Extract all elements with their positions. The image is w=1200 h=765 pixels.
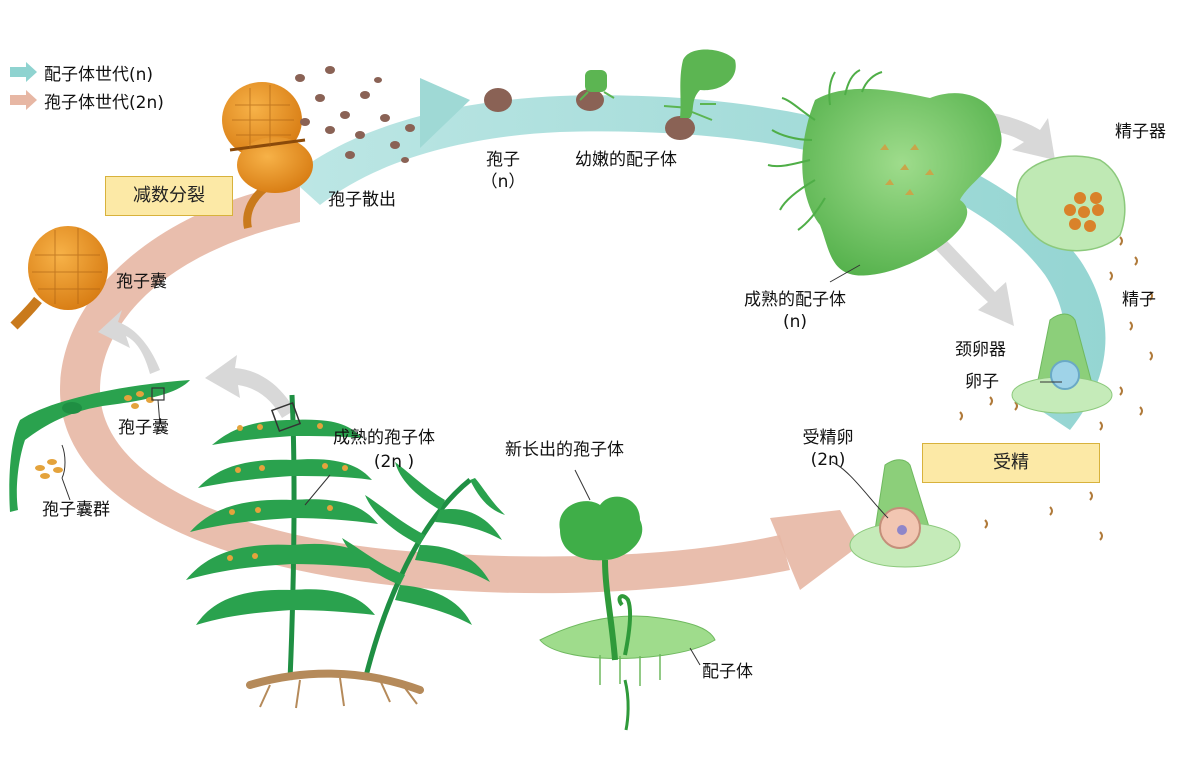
mature-gametophyte-illustration [767, 69, 1002, 276]
sperm-swarm [959, 236, 1153, 541]
label-zygote-2n: (2n) [810, 450, 846, 470]
mature-sporophyte-illustration [186, 394, 505, 709]
teal-arrow-icon [10, 62, 37, 82]
label-sori: 孢子囊群 [42, 500, 110, 520]
label-mature-sporophyte-2n: (2n ) [373, 452, 415, 472]
pink-arrow-icon [10, 90, 37, 110]
legend-item-gametophyte: 配子体世代(n) [8, 58, 164, 86]
leader-lines [304, 264, 1062, 666]
label-antheridium: 精子器 [1115, 122, 1166, 142]
label-sperm: 精子 [1122, 290, 1156, 310]
sporophyte-arrowhead [770, 510, 860, 590]
label-sporangium: 孢子囊 [116, 272, 167, 292]
zygote-illustration [849, 459, 961, 568]
meiosis-box: 减数分裂 [105, 176, 233, 216]
archegonium-illustration [1011, 313, 1113, 414]
gametophyte-arrowhead [420, 78, 470, 148]
sporangium-releasing-illustration [222, 82, 313, 229]
label-young-gametophyte: 幼嫩的配子体 [575, 150, 677, 170]
young-gametophyte-illustration [576, 49, 736, 140]
label-sporangium-small: 孢子囊 [118, 418, 169, 438]
legend-item-sporophyte: 孢子体世代(2n) [8, 86, 164, 114]
fertilization-box: 受精 [922, 443, 1100, 483]
label-spore-release: 孢子散出 [328, 190, 396, 210]
sporophyte-band [60, 182, 790, 594]
label-new-sporophyte: 新长出的孢子体 [505, 440, 624, 460]
legend-label-gametophyte: 配子体世代(n) [44, 64, 154, 85]
legend: 配子体世代(n) 孢子体世代(2n) [8, 58, 164, 114]
new-sporophyte-illustration [539, 496, 716, 731]
label-mature-gametophyte-n: (n) [782, 312, 808, 332]
label-archegonium: 颈卵器 [955, 340, 1006, 360]
label-mature-sporophyte: 成熟的孢子体 [333, 428, 435, 448]
sporangium-illustration [10, 226, 108, 330]
antheridium-illustration [1016, 155, 1126, 252]
sori-illustration [9, 380, 191, 512]
label-zygote: 受精卵 [802, 428, 854, 448]
label-egg: 卵子 [965, 372, 999, 392]
label-gametophyte: 配子体 [702, 662, 753, 682]
legend-label-sporophyte: 孢子体世代(2n) [44, 92, 164, 113]
label-spore-n: （n） [480, 172, 526, 192]
label-mature-gametophyte: 成熟的配子体 [744, 290, 846, 310]
spore-illustration [484, 88, 512, 112]
released-spores [295, 66, 415, 163]
label-spore: 孢子 [486, 150, 520, 170]
